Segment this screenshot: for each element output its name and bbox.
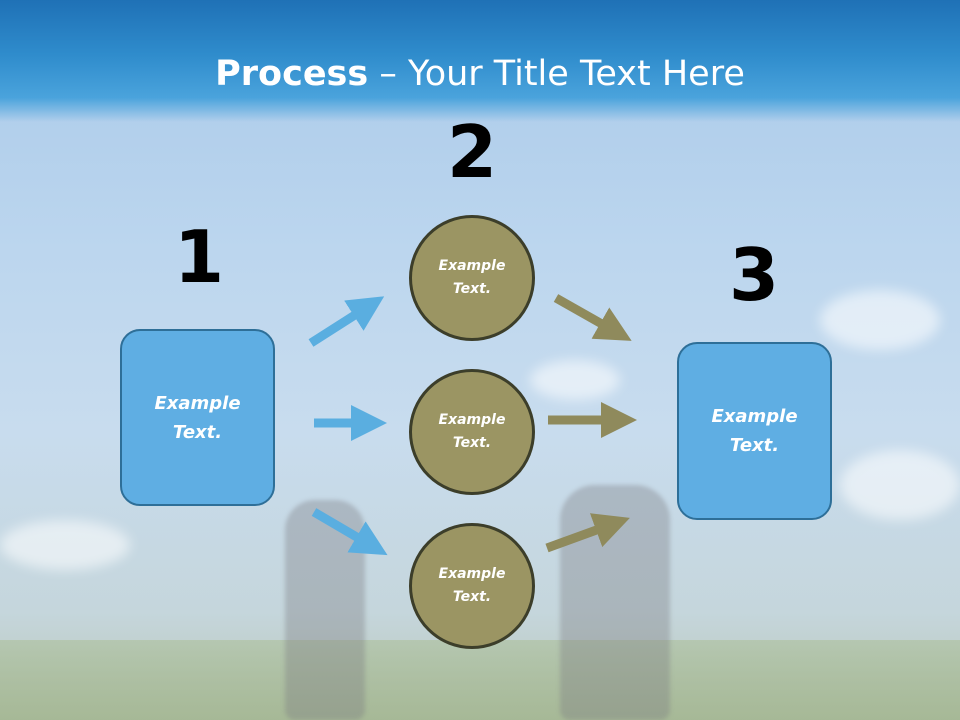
cloud <box>820 290 940 350</box>
circle-top-text: Example Text. <box>438 258 506 297</box>
grass-field <box>0 640 960 720</box>
title-bar <box>0 0 960 122</box>
step-circle-bottom[interactable]: Example Text. <box>409 523 535 649</box>
step-number-1: 1 <box>173 215 225 299</box>
step-number-3: 3 <box>728 233 780 317</box>
arrow-from-circle-top <box>553 294 632 341</box>
title-rest: – Your Title Text Here <box>368 54 745 94</box>
cloud <box>530 360 620 400</box>
cloud <box>840 450 960 520</box>
circle-bottom-text: Example Text. <box>438 566 506 605</box>
arrow-to-circle-bottom <box>311 508 388 556</box>
cloud <box>0 520 130 570</box>
circle-middle-text: Example Text. <box>438 412 506 451</box>
arrow-from-circle-bottom <box>545 513 630 553</box>
step-box-1[interactable]: Example Text. <box>120 329 275 506</box>
step-box-1-text: Example Text. <box>154 392 241 443</box>
step-box-3-text: Example Text. <box>711 406 798 456</box>
step-circle-top[interactable]: Example Text. <box>409 215 535 341</box>
title-bold: Process <box>215 54 369 94</box>
step-number-2: 2 <box>446 110 498 194</box>
arrow-to-circle-top <box>308 296 385 347</box>
step-box-3[interactable]: Example Text. <box>677 342 832 520</box>
slide-title: Process – Your Title Text Here <box>0 52 960 96</box>
step-circle-middle[interactable]: Example Text. <box>409 369 535 495</box>
